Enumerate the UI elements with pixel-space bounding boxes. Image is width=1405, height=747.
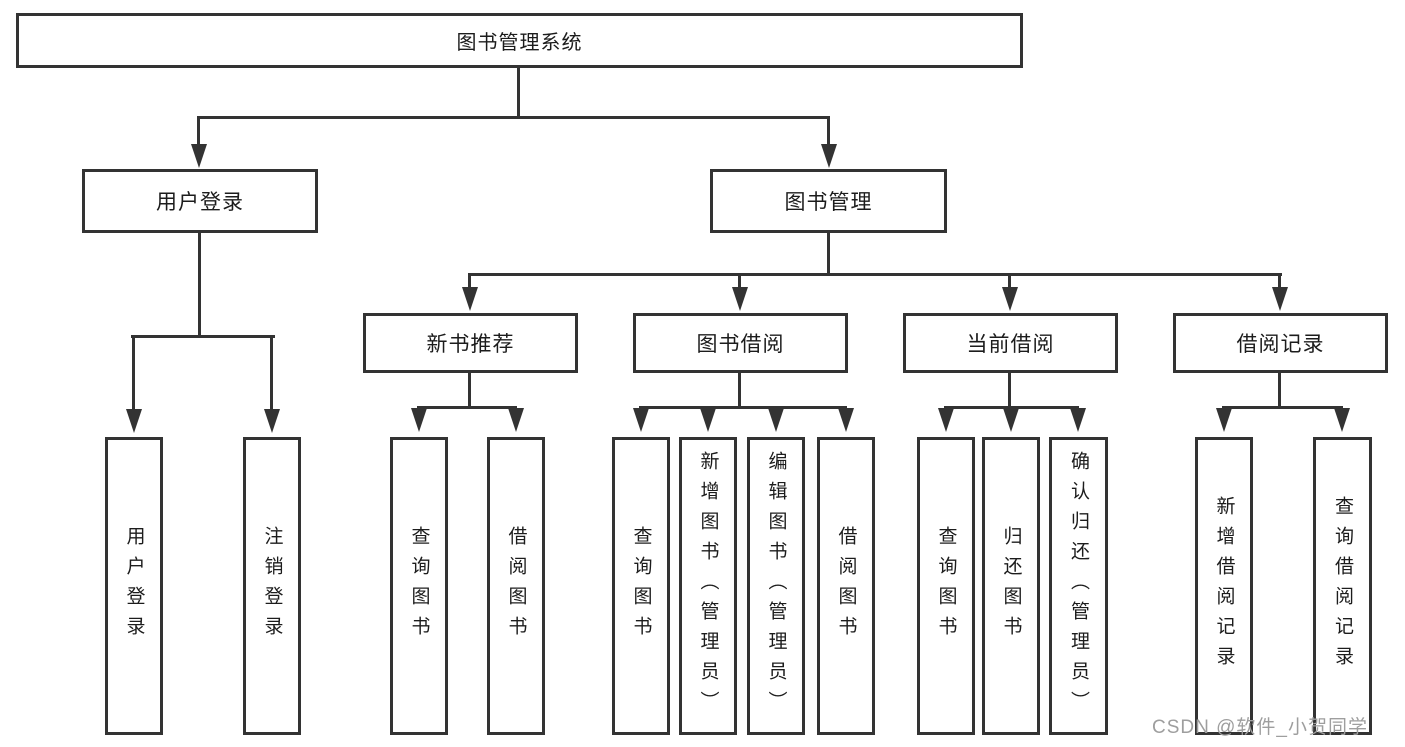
connector-borrow-records-crossbar: [1222, 406, 1343, 409]
node-new-book-recommend: 新书推荐: [363, 313, 578, 373]
csdn-watermark: CSDN @软件_小贺同学: [1152, 717, 1368, 738]
node-label: 图书管理: [784, 191, 873, 214]
node-user-login: 用户登录: [82, 169, 318, 233]
node-label: 借阅图书: [505, 526, 527, 646]
leaf-borrow-query-books: 查询图书: [612, 437, 670, 735]
leaf-borrow-edit-books-admin: 编辑图书（管理员）: [747, 437, 805, 735]
leaf-current-confirm-return-admin: 确认归还（管理员）: [1049, 437, 1108, 735]
connector-to-new-book: [468, 273, 471, 289]
connector-book-management-stem: [827, 233, 830, 273]
connector-book-borrow-crossbar: [639, 406, 847, 409]
connector-borrow-records-stem: [1278, 373, 1281, 406]
node-label: 注销登录: [261, 526, 283, 646]
node-label: 查询图书: [408, 526, 430, 646]
arrow-down-icon: [838, 408, 854, 432]
arrow-down-icon: [633, 408, 649, 432]
node-library-management-system: 图书管理系统: [16, 13, 1023, 68]
connector-root-to-book-management: [827, 116, 830, 146]
connector-root-stem: [517, 68, 520, 116]
arrow-down-icon: [1002, 287, 1018, 311]
node-label: 归还图书: [1000, 526, 1022, 646]
node-book-borrow: 图书借阅: [633, 313, 848, 373]
connector-book-borrow-stem: [738, 373, 741, 406]
node-label: 新增借阅记录: [1213, 496, 1235, 676]
connector-root-crossbar: [197, 116, 830, 119]
connector-user-login-stem: [198, 233, 201, 335]
arrow-down-icon: [1272, 287, 1288, 311]
arrow-down-icon: [700, 408, 716, 432]
arrow-down-icon: [732, 287, 748, 311]
leaf-newbook-query-books: 查询图书: [390, 437, 448, 735]
node-label: 查询借阅记录: [1332, 496, 1353, 676]
arrow-down-icon: [1334, 408, 1350, 432]
leaf-newbook-borrow-books: 借阅图书: [487, 437, 545, 735]
arrow-down-icon: [191, 144, 207, 168]
connector-book-management-crossbar: [468, 273, 1282, 276]
connector-to-leaf-logout: [270, 335, 273, 412]
arrow-down-icon: [1070, 408, 1086, 432]
leaf-records-query-borrow-record: 查询借阅记录: [1313, 437, 1372, 735]
node-label: 查询图书: [630, 526, 652, 646]
arrow-down-icon: [768, 408, 784, 432]
node-label: 新书推荐: [426, 333, 515, 356]
connector-to-leaf-user-login: [132, 335, 135, 412]
arrow-down-icon: [821, 144, 837, 168]
node-label: 用户登录: [156, 191, 244, 214]
arrow-down-icon: [126, 409, 142, 433]
node-label: 图书借阅: [696, 333, 785, 356]
node-label: 用户登录: [123, 526, 145, 646]
arrow-down-icon: [1003, 408, 1019, 432]
connector-current-borrow-crossbar: [944, 406, 1079, 409]
connector-new-book-stem: [468, 373, 471, 406]
connector-user-login-crossbar: [131, 335, 275, 338]
leaf-user-login: 用户登录: [105, 437, 163, 735]
node-label: 新增图书（管理员）: [697, 451, 719, 721]
connector-to-book-borrow: [738, 273, 741, 289]
node-label: 查询图书: [935, 526, 957, 646]
connector-root-to-user-login: [197, 116, 200, 146]
node-label: 编辑图书（管理员）: [765, 451, 787, 721]
leaf-records-add-borrow-record: 新增借阅记录: [1195, 437, 1253, 735]
leaf-borrow-add-books-admin: 新增图书（管理员）: [679, 437, 737, 735]
arrow-down-icon: [508, 408, 524, 432]
leaf-current-query-books: 查询图书: [917, 437, 975, 735]
connector-new-book-crossbar: [417, 406, 517, 409]
arrow-down-icon: [462, 287, 478, 311]
connector-to-borrow-records: [1278, 273, 1281, 289]
leaf-current-return-books: 归还图书: [982, 437, 1040, 735]
node-label: 当前借阅: [966, 333, 1055, 356]
node-label: 确认归还（管理员）: [1068, 451, 1089, 721]
connector-to-current-borrow: [1008, 273, 1011, 289]
arrow-down-icon: [264, 409, 280, 433]
connector-current-borrow-stem: [1008, 373, 1011, 406]
leaf-logout-login: 注销登录: [243, 437, 301, 735]
node-label: 图书管理系统: [456, 32, 583, 54]
node-label: 借阅图书: [835, 526, 857, 646]
arrow-down-icon: [1216, 408, 1232, 432]
node-borrow-records: 借阅记录: [1173, 313, 1388, 373]
node-book-management: 图书管理: [710, 169, 947, 233]
arrow-down-icon: [411, 408, 427, 432]
node-current-borrow: 当前借阅: [903, 313, 1118, 373]
leaf-borrow-borrow-books: 借阅图书: [817, 437, 875, 735]
arrow-down-icon: [938, 408, 954, 432]
node-label: 借阅记录: [1236, 333, 1325, 356]
